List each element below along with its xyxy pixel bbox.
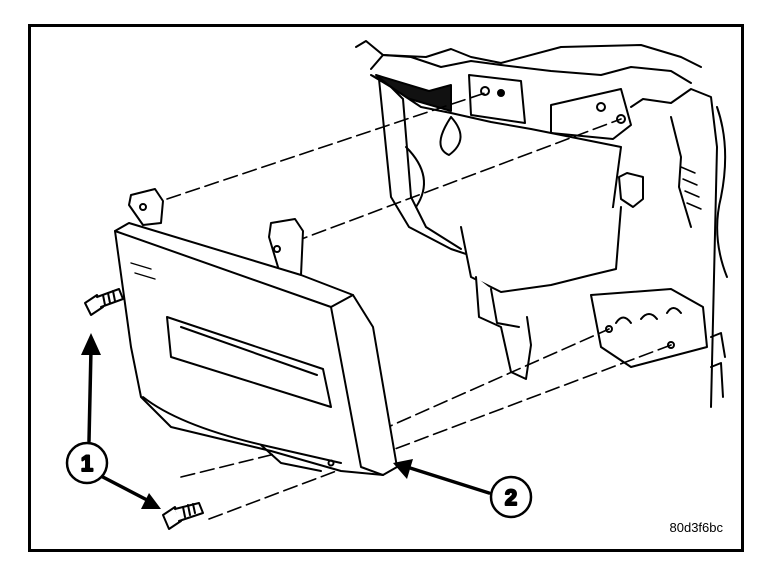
callout-2: 2	[489, 475, 533, 519]
diagram-frame: 1 2 80d3f6bc	[28, 24, 744, 552]
arrow-head-up	[81, 333, 101, 355]
leader-arrows	[87, 347, 491, 503]
trim-panel	[114, 188, 398, 476]
screw-lower	[162, 502, 204, 530]
arrow-head-lower-screw	[141, 493, 161, 509]
vehicle-body-structure	[355, 40, 728, 408]
callout-1: 1	[65, 441, 109, 485]
svg-text:1: 1	[81, 451, 93, 476]
figure-code: 80d3f6bc	[669, 520, 724, 535]
screw-upper	[84, 288, 124, 316]
arrow-head-panel	[393, 459, 413, 479]
technical-illustration: 1 2	[65, 40, 728, 530]
svg-text:2: 2	[505, 485, 517, 510]
